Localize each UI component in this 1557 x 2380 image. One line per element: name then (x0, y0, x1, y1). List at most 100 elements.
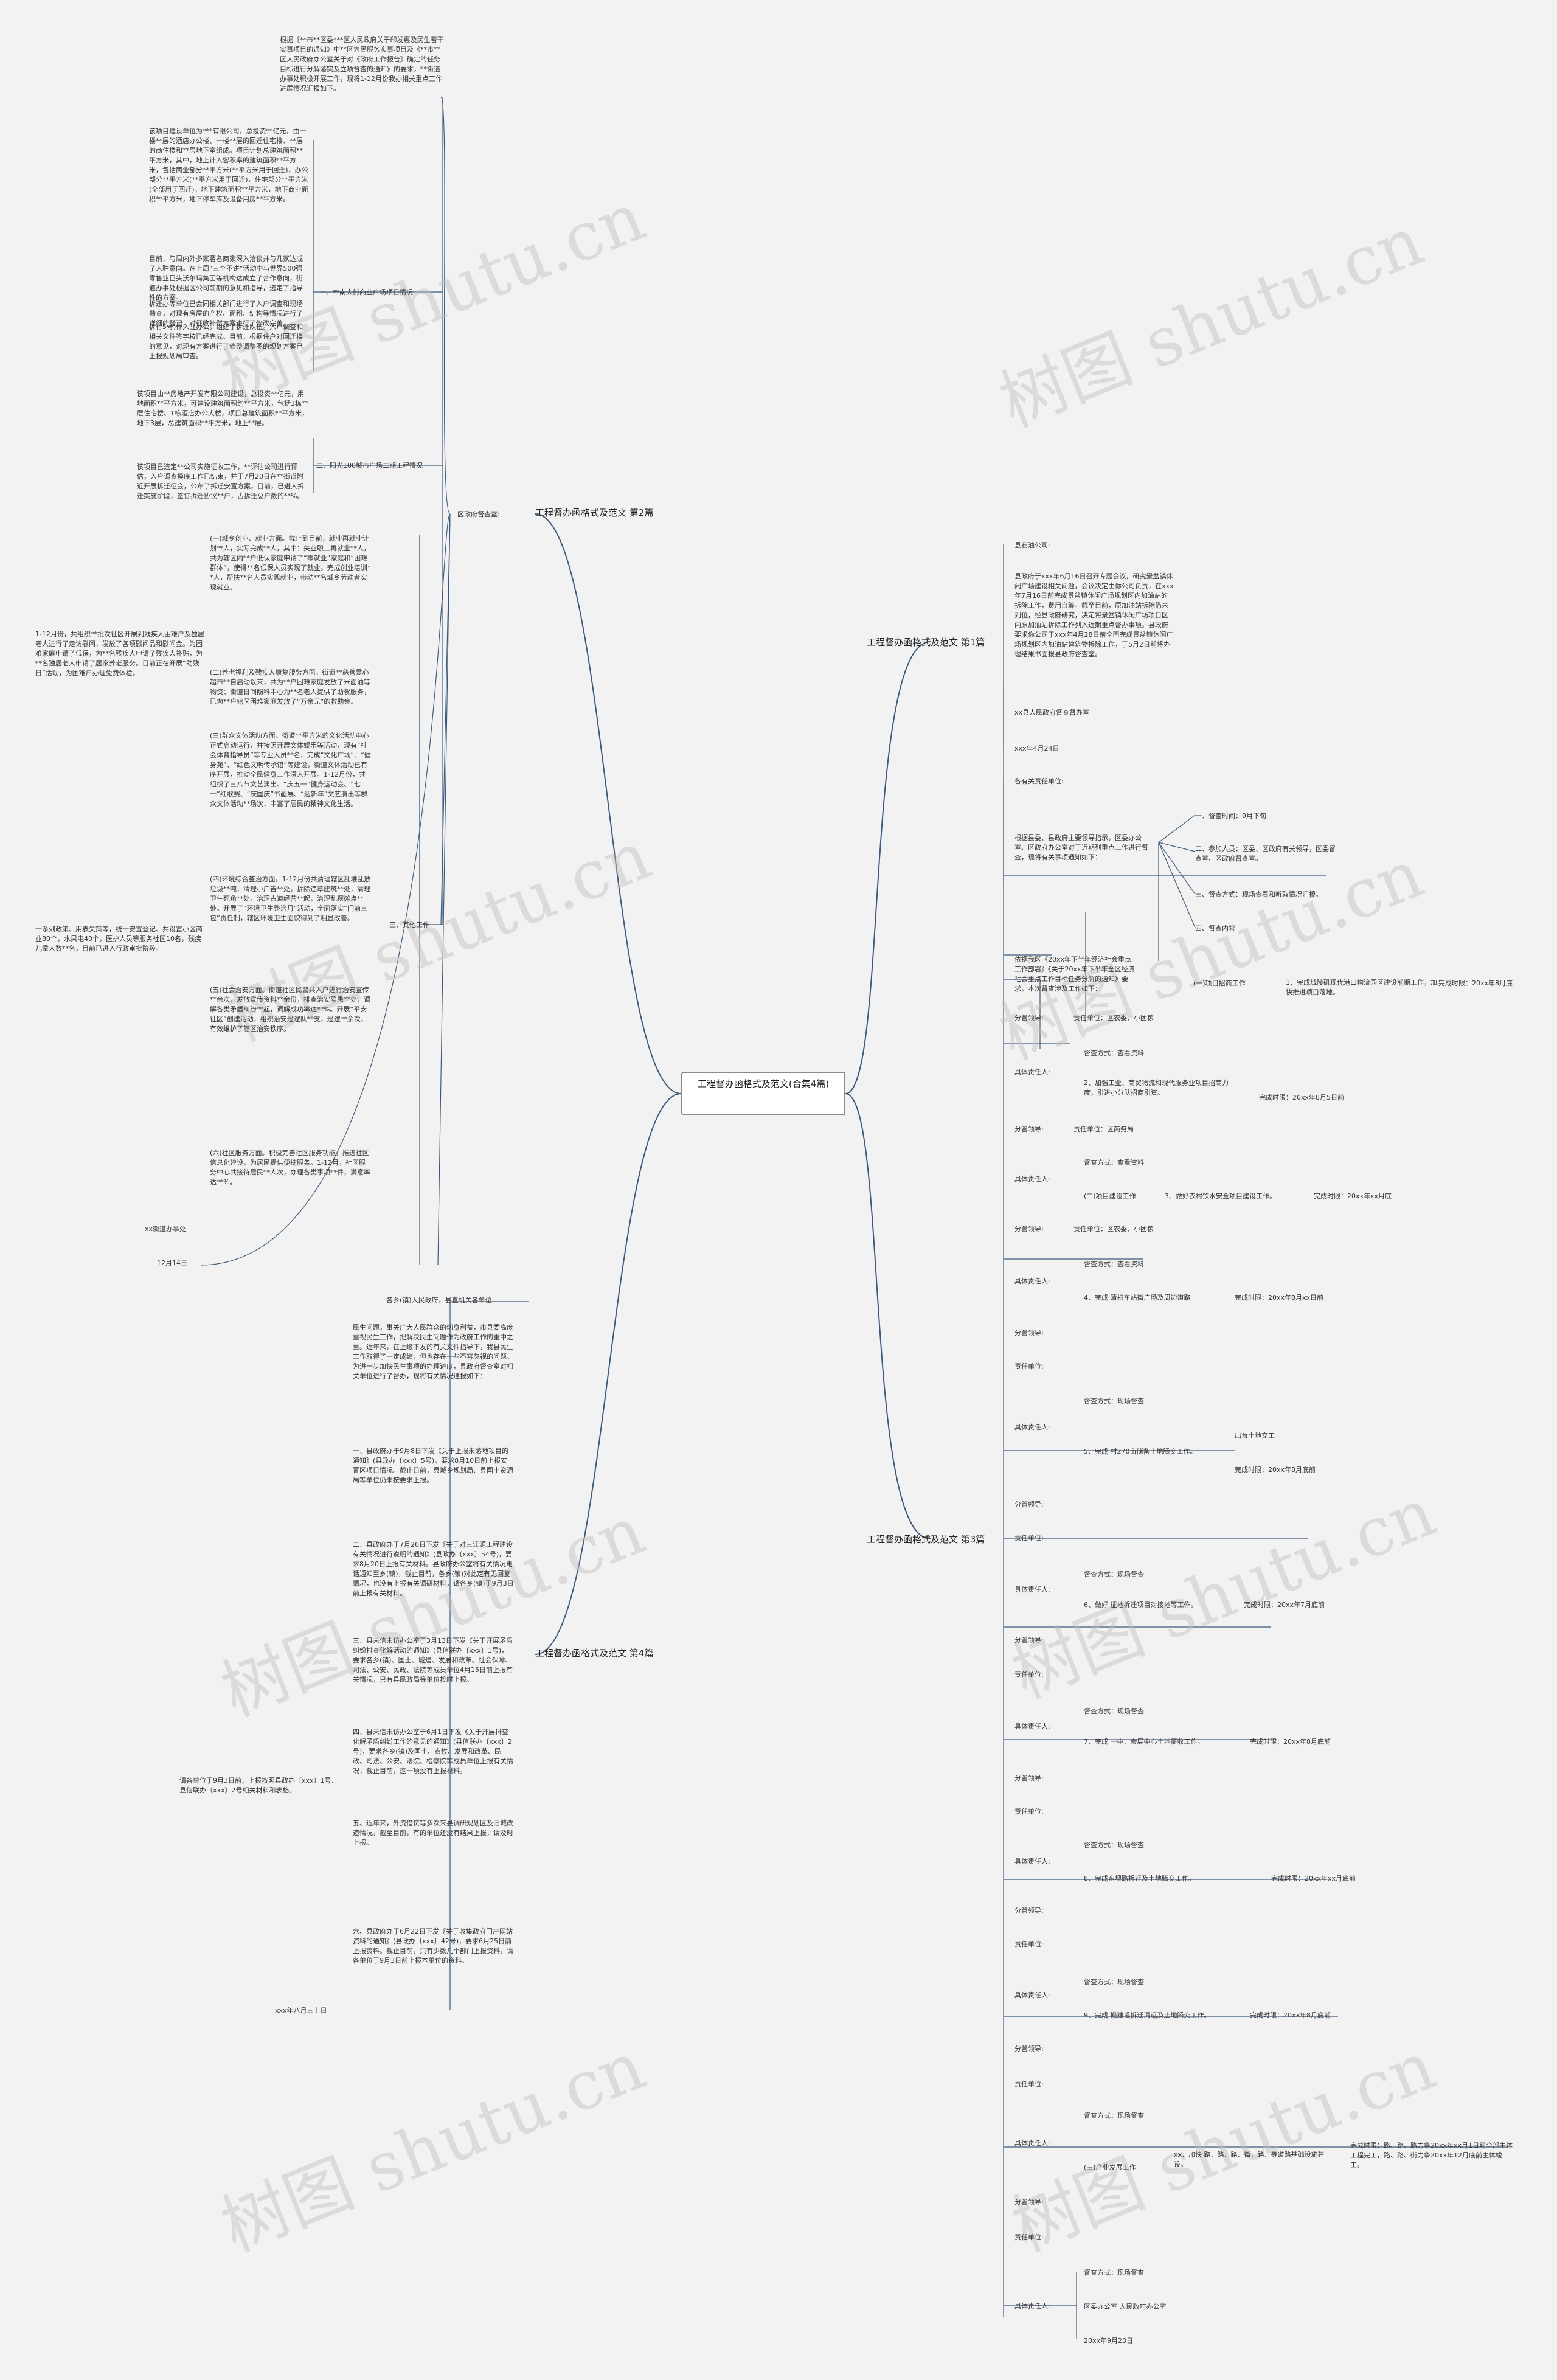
task-1-time: 完成时限：20xx年8月底 (1438, 979, 1513, 987)
p4-n1: 一、县政府办于9月8日下发《关于上报未落地项目的通知》(县政办〔xxx〕5号)，… (353, 1447, 513, 1484)
way-1: 督查方式：查看资料 (1084, 1049, 1144, 1057)
lead-label: 分管领导: (1014, 1501, 1044, 1508)
p3-basis: 依据我区《20xx年下半年经济社会重点工作部署》《关于20xx年下半年全区经济社… (1014, 956, 1135, 993)
task-2-time: 完成时限：20xx年8月5日前 (1259, 1094, 1345, 1102)
unit-2: 责任单位：区商务局 (1073, 1125, 1134, 1133)
unit-label: 责任单位: (1014, 1940, 1044, 1948)
p2-s3-f: (四)环境综合整治方面。1-12月份共清理辖区乱堆乱放垃圾**吨，清理小广告**… (210, 875, 371, 922)
p2-s3-e: 一系列政策、用表失策等，统一安置登记、共设置小区商业80个，水果电40个，医护人… (35, 925, 203, 952)
way-site: 督查方式：现场督查 (1084, 1397, 1144, 1405)
person-label: 具体责任人: (1014, 2302, 1050, 2310)
lead-label: 分管领导: (1014, 1636, 1044, 1644)
p2-s1-b: 目前，与周内外多家著名商家深入洽谈并与几家达成了入驻意向。在上周“三个不讲”活动… (149, 255, 303, 302)
p3-item-4: 四、督查内容 (1195, 925, 1235, 932)
lead-label: 分管领导: (1014, 1907, 1044, 1915)
task-10: xx、加快 路、路、路、街、路、等道路基础设施建设。 (1174, 2151, 1325, 2168)
unit-label: 责任单位: (1014, 1534, 1044, 1542)
way-site: 督查方式：现场督查 (1084, 1978, 1144, 1986)
task-10-time: 完成时限：路、路、路力争20xx年xx月1日前全部主体工程完工，路、路、街力争2… (1350, 2142, 1513, 2169)
task-5-time: 完成时限：20xx年8月底前 (1235, 1466, 1316, 1474)
task-6: 6、做好 征地拆迁项目对接地等工作。 (1084, 1601, 1198, 1609)
p4-to: 各乡(镇)人民政府，县直机关各单位: (386, 1296, 494, 1304)
p2-intro: 根据《**市**区委***区人民政府关于印发惠及民生若干实事项目的通知》中**区… (280, 36, 444, 92)
lead-label: 分管领导: (1014, 2198, 1044, 2206)
office-label: 区政府督查室: (457, 510, 500, 518)
person-label: 具体责任人: (1014, 1423, 1050, 1431)
person-label: 具体责任人: (1014, 1068, 1050, 1076)
p2-s1-a: 该项目建设单位为***有限公司，总投资**亿元，由一楼**层的酒店办公楼、一楼*… (149, 127, 308, 203)
task-6-time: 完成时限：20xx年7月底前 (1244, 1601, 1325, 1609)
p4-n2: 二、县政府办于7月26日下发《关于对三江源工程建设有关情况进行说明的通知》(县政… (353, 1541, 514, 1597)
p2-s1-d: 拆行5号)作入驻办公，组建了拆迁队伍。入户调查和相关文件签字按已经完成。目前，根… (149, 323, 303, 360)
p1-date: xxx年4月24日 (1014, 744, 1059, 752)
unit-label: 责任单位: (1014, 1808, 1044, 1816)
p2-s3-c: (二)养老福利及残疾人康复服务方面。街道**慈善爱心超市**自启动以来，共为**… (210, 668, 370, 706)
lead-label: 分管领导: (1014, 1774, 1044, 1782)
root-topic[interactable]: 工程督办函格式及范文(合集4篇) (681, 1072, 845, 1115)
p3-date: 20xx年9月23日 (1084, 2337, 1134, 2345)
way-3: 督查方式：查看资料 (1084, 1260, 1144, 1268)
p2-s3-b: 1-12月份，共组织**批次社区开展到残疾人困难户及独居老人进行了走访慰问，发放… (35, 630, 204, 677)
task-4-time: 完成时限：20xx年8月xx日前 (1235, 1294, 1324, 1302)
way-site: 督查方式：现场督查 (1084, 1841, 1144, 1849)
unit-3: 责任单位：区农委、小团镇 (1073, 1225, 1154, 1233)
task-8-time: 完成时限：20xx年xx月底前 (1271, 1875, 1356, 1882)
p2-section-3: 三、其他工作 (389, 921, 429, 929)
p4-n3: 三、县未信未访办公室于3月13日下发《关于开展矛盾纠纷排查化解活动的通知》(县信… (353, 1637, 513, 1684)
way-site: 督查方式：现场督查 (1084, 1570, 1144, 1578)
person-label: 具体责任人: (1014, 1586, 1050, 1594)
group-1: (一)项目招商工作 (1193, 979, 1246, 987)
p3-item-1: 一、督查时间：9月下旬 (1195, 812, 1266, 820)
way-site: 督查方式：现场督查 (1084, 2269, 1144, 2277)
task-9-time: 完成时限：20xx年8月底前 (1250, 2011, 1331, 2019)
task-2: 2、加强工业、商贸物流和现代服务业项目招商力度，引进小分队招商引资。 (1084, 1079, 1229, 1097)
p2-section-1: 一、**南大街商业广场项目情况 (319, 288, 413, 296)
task-5: 5、完成 村270亩储备土地腾交工作。 (1084, 1448, 1197, 1455)
p3-sign: 区委办公室 人民政府办公室 (1084, 2303, 1167, 2311)
p2-s3-d: (三)群众文体活动方面。街道**平方米的文化活动中心正式启动运行，并按照开展文体… (210, 732, 371, 808)
task-5-sub: 出台土地交工 (1235, 1432, 1275, 1440)
task-3-time: 完成时限：20xx年xx月底 (1314, 1192, 1392, 1200)
branch-topic-1[interactable]: 工程督办函格式及范文 第1篇 (867, 637, 985, 648)
person-label: 具体责任人: (1014, 1858, 1050, 1865)
p3-item-3: 三、督查方式：现场查看和听取情况汇报。 (1195, 890, 1322, 898)
way-site: 督查方式：现场督查 (1084, 2112, 1144, 2120)
task-7-time: 完成时限：20xx年8月底前 (1250, 1738, 1331, 1746)
branch-topic-4[interactable]: 工程督办函格式及范文 第4篇 (535, 1648, 654, 1659)
p1-body: 县政府于xxx年6月16日召开专题会议，研究景盆镇休闲广场建设相关问题，会议决定… (1014, 572, 1174, 658)
branch-topic-3[interactable]: 工程督办函格式及范文 第3篇 (867, 1534, 985, 1545)
p2-s2-a: 该项目由**房地产开发有限公司建设，总投资**亿元，用地面积**平方米，可建设建… (137, 390, 308, 427)
p2-s3-a: (一)城乡创业、就业方面。截止到目前，就业再就业计划**人，实际完成**人，其中… (210, 535, 371, 591)
way-site: 督查方式：现场督查 (1084, 1707, 1144, 1715)
unit-1: 责任单位：区农委、小团镇 (1073, 1014, 1154, 1022)
group-2: (二)项目建设工作 (1084, 1192, 1136, 1200)
person-label: 具体责任人: (1014, 1723, 1050, 1730)
task-4: 4、完成 清扫车站街广场及周边道路 (1084, 1294, 1191, 1302)
person-label: 具体责任人: (1014, 1277, 1050, 1285)
p2-section-2: 二、阳光100城市广场二期工程情况 (316, 462, 423, 470)
lead-label: 分管领导: (1014, 1329, 1044, 1337)
branch-topic-2[interactable]: 工程督办函格式及范文 第2篇 (535, 507, 654, 518)
p2-s3-h: (六)社区服务方面。积极完善社区服务功能，推进社区信息化建设，为居民提供便捷服务… (210, 1149, 370, 1186)
unit-label: 责任单位: (1014, 1362, 1044, 1370)
p1-sign: xx县人民政府督查督办室 (1014, 709, 1090, 716)
p4-n4: 四、县未信未访办公室于6月1日下发《关于开展排查化解矛盾纠纷工作的意见的通知》(… (353, 1728, 513, 1775)
p2-s1-c: 拆迁办等单位已会同相关部门进行了入户调查和现场勘查，对现有房屋的产权、面积、结构… (149, 300, 303, 327)
task-7: 7、完成 一中、会展中心土地征收工作。 (1084, 1738, 1204, 1746)
p4-n5: 五、近年来，外资借贷等多次来县调研规划区及旧城改造情况，截至目前，有的单位还没有… (353, 1819, 513, 1847)
task-1: 1、完成城陵矶现代港口物流园区建设前期工作，加快推进项目落地。 (1286, 979, 1437, 996)
group-3: (三)产业发展工作 (1084, 2163, 1136, 2171)
p2-s2-b: 该项目已选定**公司实施征收工作，**评估公司进行评估，入户调查摸底工作已结束，… (137, 463, 304, 500)
p4-date: xxx年八月三十日 (275, 2007, 327, 2014)
task-8: 8、完成东坝路拆迁及土地腾交工作。 (1084, 1875, 1195, 1882)
p4-intro: 民生问题，事关广大人民群众的切身利益，市县委高度重视民生工作，把解决民生问题作为… (353, 1324, 513, 1380)
unit-label: 责任单位: (1014, 2080, 1044, 2088)
p2-sign: xx街道办事处 (145, 1225, 187, 1233)
task-3: 3、做好农村饮水安全项目建设工作。 (1165, 1192, 1276, 1200)
person-label: 具体责任人: (1014, 2139, 1050, 2147)
lead-label: 分管领导: (1014, 1125, 1044, 1133)
lead-label: 分管领导: (1014, 1014, 1044, 1022)
p3-item-2: 二、参加人员：区委、区政府有关领导，区委督查室、区政府督查室。 (1195, 845, 1336, 862)
lead-label: 分管领导: (1014, 2045, 1044, 2053)
